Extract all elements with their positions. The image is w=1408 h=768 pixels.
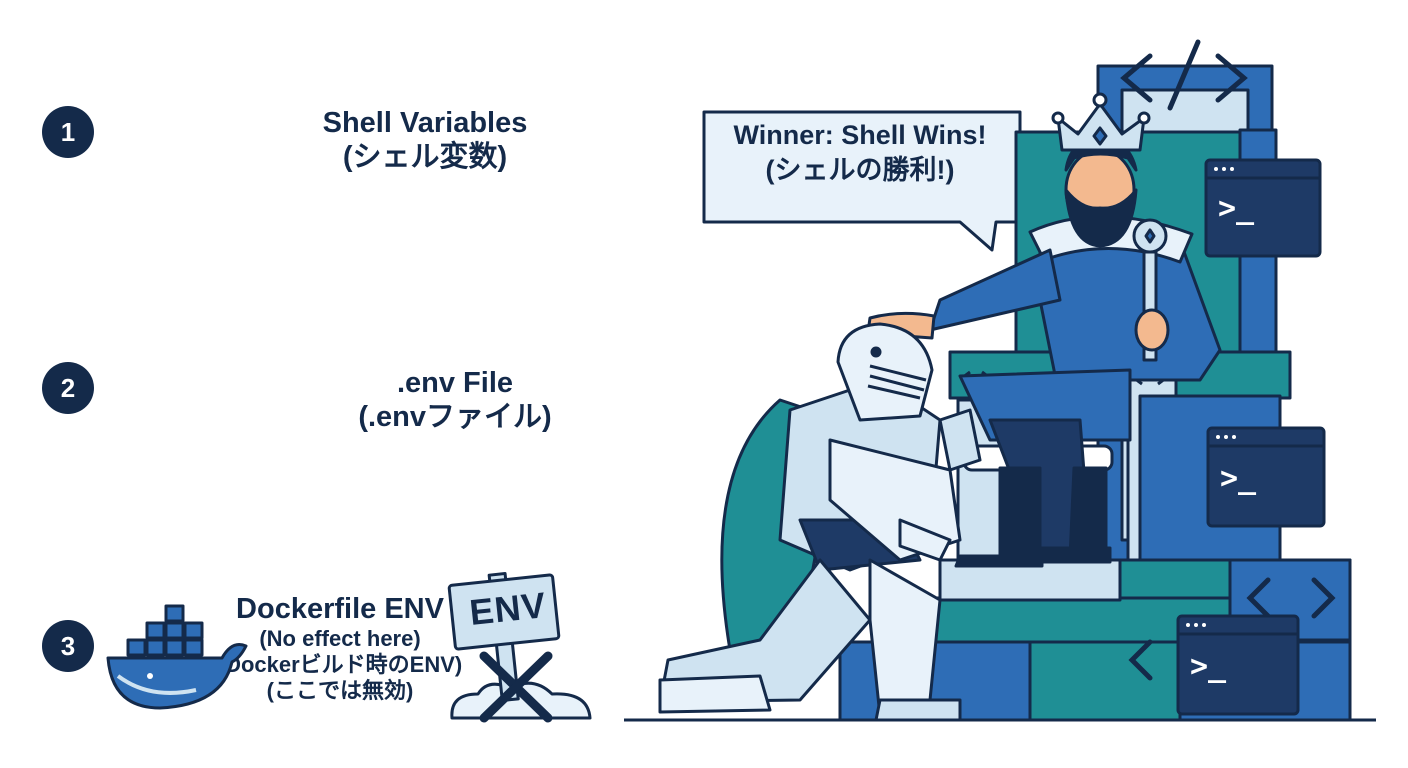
env-sign-icon <box>447 572 592 720</box>
knight-figure <box>658 322 982 722</box>
shell-variables-label: Shell Variables (シェル変数) <box>280 106 570 174</box>
dockerfile-env-line-3: (ここでは無効) <box>266 678 414 704</box>
shell-variables-subtitle: (シェル変数) <box>342 141 508 174</box>
env-file-subtitle: (.envファイル) <box>358 401 552 434</box>
speech-bubble-line-1: Winner: Shell Wins! <box>733 120 987 150</box>
speech-bubble-line-2: (シェルの勝利!) <box>765 155 955 186</box>
terminal-icon <box>1176 158 1326 716</box>
step-number-3: 3 <box>42 620 94 672</box>
docker-whale-icon <box>106 604 248 710</box>
cross-mark-icon <box>479 651 553 723</box>
crown-icon <box>1051 92 1151 152</box>
env-file-label: .env File (.envファイル) <box>330 366 580 434</box>
shell-variables-title: Shell Variables <box>322 107 528 139</box>
angle-brackets-icon <box>1128 577 1336 681</box>
king-figure <box>866 136 1222 568</box>
terminal-prompt-2: >_ <box>1220 461 1257 496</box>
dockerfile-env-label: Dockerfile ENV (No effect here) (Dockerビ… <box>200 592 480 704</box>
dockerfile-env-line-2: (Dockerビルド時のENV) <box>217 652 463 678</box>
scepter-icon <box>1132 218 1170 362</box>
terminal-prompt-3: >_ <box>1190 649 1227 684</box>
dockerfile-env-line-1: (No effect here) <box>259 626 421 652</box>
speech-bubble-text: Winner: Shell Wins! (シェルの勝利!) <box>700 118 1020 188</box>
terminal-prompt-1: >_ <box>1218 191 1255 226</box>
step-number-2: 2 <box>42 362 94 414</box>
step-number-1: 1 <box>42 106 94 158</box>
env-file-title: .env File <box>396 367 514 399</box>
speech-bubble <box>702 110 1022 252</box>
dockerfile-env-title: Dockerfile ENV <box>236 593 444 625</box>
code-brackets-icon <box>1120 39 1248 111</box>
